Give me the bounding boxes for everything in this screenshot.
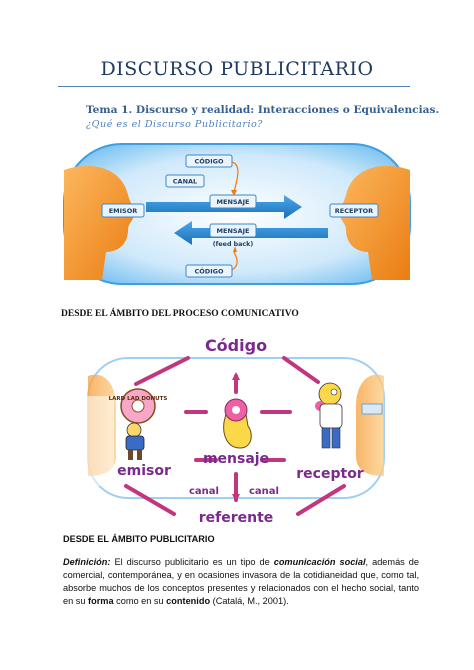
definition-text-1: El discurso publicitario es un tipo de xyxy=(110,557,274,567)
feedback-label: (feed back) xyxy=(213,241,254,248)
emisor-character-icon: LARD LAD DONUTS xyxy=(109,388,168,460)
definition-emphasis-1: comunicación social xyxy=(273,557,366,567)
page-title: DISCURSO PUBLICITARIO xyxy=(100,58,374,80)
section-heading-publicitario: DESDE EL ÁMBITO PUBLICITARIO xyxy=(63,534,215,544)
mensaje-label-2: mensaje xyxy=(203,451,269,467)
mensaje-bottom-label: MENSAJE xyxy=(217,227,250,235)
donut-sign-text: LARD LAD DONUTS xyxy=(109,396,168,402)
emisor-label: EMISOR xyxy=(109,207,138,215)
codigo-label: Código xyxy=(205,336,267,355)
title-divider xyxy=(58,86,410,87)
canal-left-label: canal xyxy=(189,486,219,497)
section-heading-proceso: DESDE EL ÁMBITO DEL PROCESO COMUNICATIVO xyxy=(61,309,299,319)
receptor-label-2: receptor xyxy=(296,466,364,482)
definition-text-4: (Catalá, M., 2001). xyxy=(210,595,289,606)
receptor-head-icon xyxy=(339,165,410,280)
topic-heading: Tema 1. Discurso y realidad: Interaccion… xyxy=(86,104,440,116)
communication-model-diagram: CÓDIGO CANAL EMISOR RECEPTOR MENSAJE MEN… xyxy=(63,143,411,285)
codigo-top-label: CÓDIGO xyxy=(195,157,224,166)
donut-hand-icon xyxy=(223,398,252,449)
referente-label: referente xyxy=(199,510,274,526)
definition-bold-contenido: contenido xyxy=(166,595,211,606)
question-subtitle: ¿Qué es el Discurso Publicitario? xyxy=(86,119,263,130)
canal-right-label: canal xyxy=(249,486,279,497)
canal-label: CANAL xyxy=(173,178,197,186)
emisor-head-icon xyxy=(64,165,135,280)
definition-text-2: , además de comercial, contemporánea, y … xyxy=(63,557,419,606)
definition-text-3: como en su xyxy=(113,595,167,606)
emisor-label-2: emisor xyxy=(117,463,171,479)
simpsons-communication-diagram: Código emisor mensaje receptor canal can… xyxy=(86,336,385,526)
mensaje-top-label: MENSAJE xyxy=(217,198,250,206)
receptor-label: RECEPTOR xyxy=(335,207,373,215)
definition-bold-forma: forma xyxy=(88,595,114,606)
receptor-character-icon xyxy=(315,382,343,449)
definition-lead: Definición: xyxy=(63,557,111,567)
definition-paragraph: Definición: El discurso publicitario es … xyxy=(63,556,419,608)
codigo-bottom-label: CÓDIGO xyxy=(195,267,224,276)
